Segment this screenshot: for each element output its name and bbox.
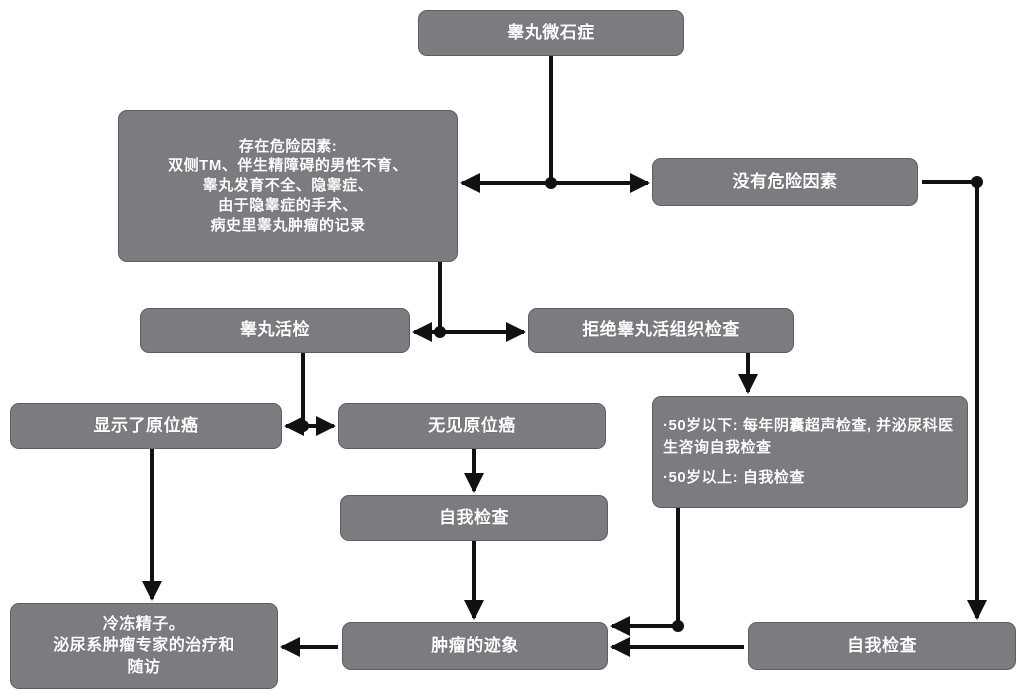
node-treatment-label: 冷冻精子。 泌尿系肿瘤专家的治疗和 随访	[11, 614, 277, 677]
junction-dot-cis	[297, 420, 309, 432]
treatment-line-1: 泌尿系肿瘤专家的治疗和	[53, 637, 235, 655]
node-self-exam-right-label: 自我检查	[847, 635, 917, 655]
age-bullet-over-50: ·50岁以上: 自我检查	[663, 468, 805, 486]
treatment-line-2: 随访	[127, 658, 161, 676]
risk-line-2: 睾丸发育不全、隐睾症、	[202, 177, 374, 195]
risk-line-0: 存在危险因素:	[238, 137, 338, 155]
node-age-surveillance[interactable]: ·50岁以下: 每年阴囊超声检查, 并泌尿科医生咨询自我检查 ·50岁以上: 自…	[652, 396, 968, 508]
node-self-exam-middle-label: 自我检查	[439, 507, 509, 527]
node-refuse-biopsy[interactable]: 拒绝睾丸活组织检查	[528, 308, 794, 353]
node-microlithiasis-label: 睾丸微石症	[507, 22, 595, 42]
node-self-exam-right[interactable]: 自我检查	[748, 622, 1016, 670]
risk-line-4: 病史里睾丸肿瘤的记录	[210, 216, 366, 234]
node-testicular-biopsy[interactable]: 睾丸活检	[140, 308, 410, 353]
node-cis-negative-label: 无见原位癌	[428, 415, 516, 435]
node-no-risk-factors[interactable]: 没有危险因素	[652, 158, 918, 206]
node-testicular-biopsy-label: 睾丸活检	[240, 320, 310, 340]
node-cis-positive[interactable]: 显示了原位癌	[10, 403, 282, 449]
node-cis-positive-label: 显示了原位癌	[93, 415, 199, 435]
node-cis-negative[interactable]: 无见原位癌	[338, 403, 606, 449]
node-no-risk-factors-label: 没有危险因素	[732, 171, 838, 191]
risk-line-1: 双侧TM、伴生精障碍的男性不育、	[168, 157, 408, 175]
node-microlithiasis[interactable]: 睾丸微石症	[418, 10, 684, 56]
junction-dot-norisk	[971, 176, 983, 188]
node-treatment[interactable]: 冷冻精子。 泌尿系肿瘤专家的治疗和 随访	[10, 603, 278, 689]
age-bullet-under-50: ·50岁以下: 每年阴囊超声检查, 并泌尿科医生咨询自我检查	[663, 417, 954, 457]
risk-line-3: 由于隐睾症的手术、	[218, 196, 358, 214]
junction-dot-age	[672, 620, 684, 632]
node-risk-factors-label: 存在危险因素: 双侧TM、伴生精障碍的男性不育、 睾丸发育不全、隐睾症、 由于隐…	[119, 137, 457, 236]
junction-dot-biopsy	[434, 326, 446, 338]
node-age-surveillance-text: ·50岁以下: 每年阴囊超声检查, 并泌尿科医生咨询自我检查 ·50岁以上: 自…	[653, 415, 967, 488]
junction-dot-top	[545, 177, 557, 189]
node-risk-factors[interactable]: 存在危险因素: 双侧TM、伴生精障碍的男性不育、 睾丸发育不全、隐睾症、 由于隐…	[118, 110, 458, 262]
node-tumor-signs[interactable]: 肿瘤的迹象	[342, 622, 608, 670]
treatment-line-0: 冷冻精子。	[102, 616, 186, 634]
edge-age-to-tumor	[610, 508, 680, 636]
node-tumor-signs-label: 肿瘤的迹象	[431, 635, 519, 655]
node-self-exam-middle[interactable]: 自我检查	[340, 495, 608, 541]
node-refuse-biopsy-label: 拒绝睾丸活组织检查	[582, 320, 740, 340]
